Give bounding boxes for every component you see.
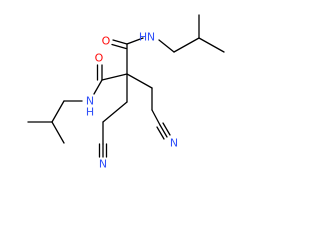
bond-c1-o-top-b <box>111 43 127 50</box>
bond-c2-n-left <box>93 79 103 95</box>
bond-bottom-ch2a-ch2b <box>102 101 128 123</box>
atom-nitrogen-top: N <box>147 31 155 44</box>
atom-label-group: O N H O N H N N <box>86 31 178 171</box>
bond-c0-right-ch2a <box>126 73 153 89</box>
bond-group <box>27 14 225 158</box>
bond-right-ch2b-cn <box>151 109 161 126</box>
atom-nitrogen-nitrile-bottom: N <box>99 158 107 171</box>
atom-nitrogen-left: N <box>86 95 94 108</box>
bond-right-cn-triple-b <box>156 126 165 140</box>
bond-left-ch2-ch <box>51 100 65 123</box>
atom-nitrogen-nitrile-right: N <box>170 137 178 150</box>
bond-c1-n-top <box>126 37 144 45</box>
bond-top-ch2-ch <box>173 37 200 53</box>
atom-oxygen-top: O <box>102 35 111 48</box>
bond-c1-o-top-a <box>112 39 128 45</box>
bond-right-cn-triple-a <box>159 124 168 138</box>
bond-right-cn-triple-c <box>162 122 171 136</box>
atom-hydrogen-top: H <box>139 31 147 44</box>
bond-left-ch-me2 <box>51 121 65 144</box>
atom-hydrogen-left: H <box>86 106 94 119</box>
atom-oxygen-left: O <box>95 52 104 65</box>
bond-top-ch-me2 <box>198 37 225 53</box>
molecule-structure-diagram: O N H O N H N N <box>27 14 225 171</box>
bond-c0-c2 <box>101 73 128 81</box>
bond-n-top-ch2 <box>158 39 175 53</box>
